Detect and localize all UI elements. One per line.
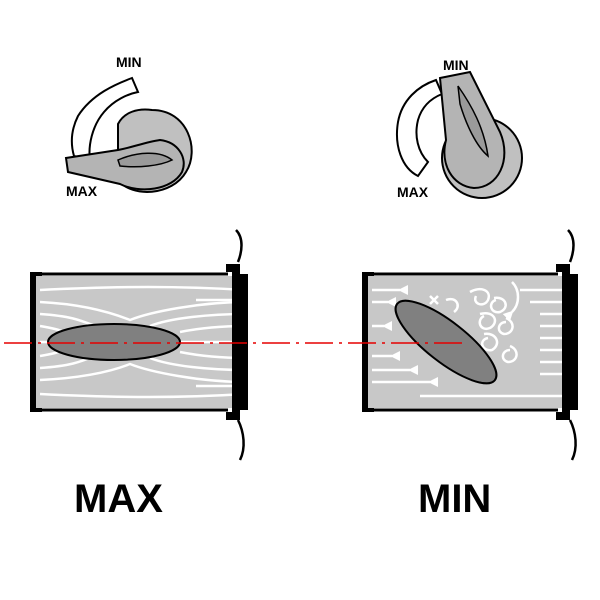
turbulence-swirl [478,311,497,331]
knob-max-position: MIN MAX [64,54,193,199]
right-title: MIN [418,477,491,521]
left-knob-max-label: MAX [66,183,98,199]
butterfly-disc [47,323,181,361]
pipe-flange-right [226,264,248,420]
butterfly-disc [394,299,498,385]
valve-throttled [362,229,578,461]
pipe-flange-left [30,272,42,412]
valve-open [30,229,248,461]
knob-arc-track [396,78,444,178]
left-title: MAX [74,477,163,521]
left-knob-min-label: MIN [116,54,142,70]
knob-pointer-ridge [117,152,174,168]
knob-pointer-ridge [457,85,490,158]
pipe-flange-left [362,272,374,412]
right-knob-max-label: MAX [397,184,429,200]
turbulence-swirl [469,288,491,306]
pipe-break-line [236,419,245,461]
pipe-flange-right [556,264,578,420]
turbulence-swirl [480,332,499,352]
turbulence-swirl [501,344,518,364]
turbulence-swirl [502,281,520,322]
flow-lines [372,281,578,401]
turbulence-swirl [497,316,514,336]
knob-min-position: MIN MAX [396,57,523,200]
pipe-break-line [567,229,575,263]
right-knob-min-label: MIN [443,57,469,73]
turbulence-swirl [489,296,507,314]
pipe-break-line [235,229,243,263]
pipe-break-line [568,419,577,461]
turbulence-swirl [429,295,439,305]
turbulence-swirl [445,297,459,313]
